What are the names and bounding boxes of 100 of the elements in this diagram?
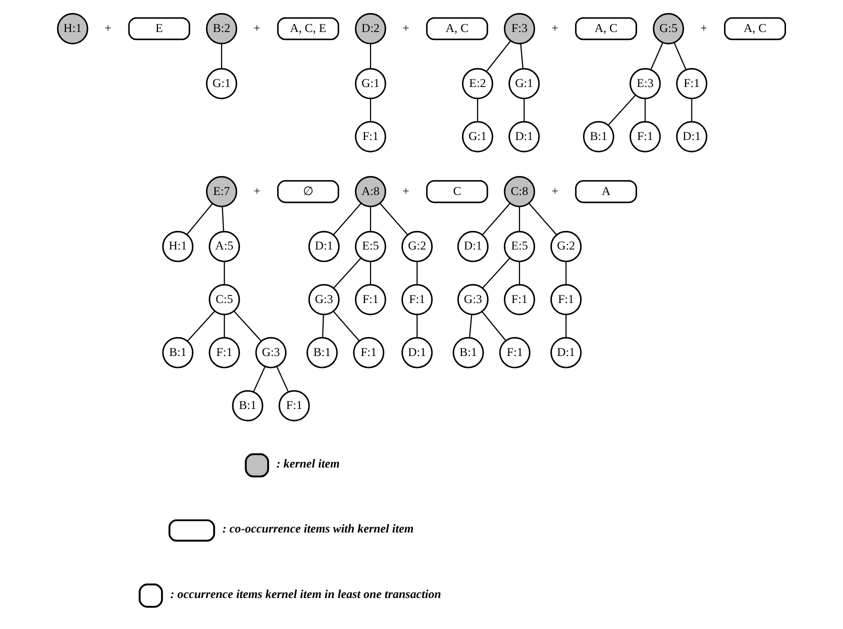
connector	[322, 314, 324, 338]
label: +	[551, 20, 558, 35]
connector	[518, 261, 520, 285]
label: +	[104, 20, 112, 35]
node-circle: F:1	[354, 284, 386, 316]
legend-label: : kernel item	[276, 456, 340, 471]
node-circle: F:1	[278, 390, 310, 422]
node-box: A	[575, 180, 638, 204]
node-circle: B:1	[232, 390, 264, 422]
connector	[528, 202, 558, 236]
connector	[224, 261, 225, 285]
connector	[370, 98, 372, 122]
node-circle: C:5	[208, 284, 240, 316]
node-box: E	[128, 17, 190, 40]
node-circle: E:7	[206, 176, 238, 208]
connector	[674, 42, 687, 70]
node-circle: B:1	[162, 337, 194, 368]
label: +	[700, 20, 708, 35]
label: +	[402, 20, 410, 35]
node-circle: D:1	[550, 337, 582, 368]
node-circle: D:1	[508, 121, 540, 152]
node-circle: C:8	[504, 176, 536, 208]
node-circle: H:1	[56, 13, 88, 44]
connector	[482, 202, 510, 236]
connector	[332, 202, 362, 236]
connector	[333, 311, 360, 342]
legend-label: : occurrence items kernel item in least one transaction	[170, 586, 442, 601]
node-circle: G:1	[206, 68, 238, 100]
connector	[520, 44, 524, 69]
node-circle: F:1	[676, 68, 708, 100]
node-circle: D:2	[354, 13, 386, 44]
connector	[482, 258, 510, 288]
label: +	[254, 184, 260, 198]
node-circle: G:3	[308, 284, 340, 316]
node-circle: G:1	[462, 121, 494, 152]
node-circle: G:1	[354, 68, 386, 100]
node-circle: E:3	[630, 68, 661, 100]
node-box: C	[426, 180, 488, 204]
node-circle: F:1	[550, 284, 582, 316]
node-circle: F:1	[504, 284, 536, 316]
node-box: ∅	[277, 180, 340, 204]
connector	[608, 94, 636, 126]
connector	[482, 311, 506, 341]
node-circle: F:3	[504, 13, 536, 44]
node-box: A, C	[426, 17, 488, 40]
node-circle: B:1	[582, 121, 614, 152]
connector	[234, 310, 262, 342]
label: +	[402, 184, 410, 198]
connector	[468, 314, 472, 338]
connector	[333, 258, 362, 288]
node-circle: G:5	[652, 13, 684, 44]
connector	[187, 310, 216, 342]
connector	[416, 314, 418, 338]
connector	[486, 40, 512, 72]
node-circle: B:2	[206, 13, 238, 44]
node-circle: D:1	[457, 230, 489, 262]
connector	[222, 206, 224, 232]
connector	[691, 98, 692, 122]
connector	[276, 366, 289, 392]
connector	[477, 98, 478, 122]
legend-label: : co-occurrence items with kernel item	[222, 522, 414, 536]
node-circle: F:1	[353, 337, 384, 368]
connector	[565, 261, 567, 285]
node-circle: B:1	[306, 337, 338, 368]
node-circle: E:2	[462, 68, 494, 100]
connector	[524, 98, 525, 122]
node-circle: D:1	[676, 121, 708, 152]
node-circle: G:3	[255, 337, 287, 368]
label: +	[551, 184, 558, 198]
node-circle: G:1	[508, 68, 540, 100]
node-box: A, C, E	[277, 17, 340, 40]
connector	[650, 42, 664, 70]
node-circle: D:1	[308, 230, 340, 262]
node-circle: H:1	[162, 230, 194, 262]
node-circle: G:2	[401, 230, 433, 262]
connector	[370, 206, 372, 232]
node-circle: F:1	[208, 337, 240, 368]
node-circle: B:1	[452, 337, 484, 368]
connector	[565, 314, 567, 338]
node-circle: A:8	[354, 176, 386, 208]
node-circle: G:3	[457, 284, 489, 316]
node-circle: F:1	[401, 284, 433, 316]
node-circle: G:2	[550, 230, 582, 262]
node-circle: D:1	[401, 337, 433, 368]
node-circle: E:5	[504, 230, 536, 262]
node-circle: F:1	[499, 337, 530, 368]
node-circle: E:5	[354, 230, 386, 262]
node-box: A, C	[575, 17, 638, 40]
connector	[380, 202, 408, 236]
connector	[370, 261, 372, 285]
connector	[186, 203, 213, 235]
node-circle: F:1	[630, 121, 661, 152]
connector	[370, 44, 372, 68]
connector	[518, 206, 520, 232]
connector	[644, 98, 646, 122]
connector	[253, 366, 266, 392]
node-box: A, C	[724, 17, 786, 40]
connector	[224, 314, 225, 338]
label: +	[254, 20, 260, 35]
node-circle: F:1	[354, 121, 386, 152]
